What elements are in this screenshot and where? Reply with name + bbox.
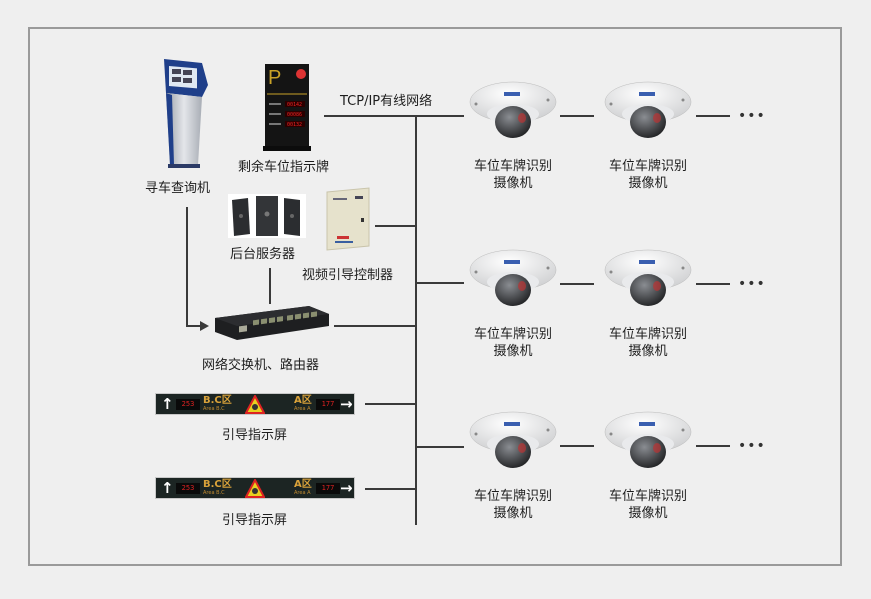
guide-screen-2-label: 引导指示屏	[222, 513, 288, 528]
camera-2[interactable]	[603, 80, 693, 142]
camera-1[interactable]	[468, 80, 558, 142]
link-kiosk-vertical	[186, 207, 188, 327]
camera-4-label-line1: 车位车牌识别	[608, 327, 687, 342]
network-label: TCP/IP有线网络	[340, 94, 433, 109]
space-sign-icon[interactable]: P 00142 00086 00132	[263, 64, 311, 154]
camera-6-label-line2: 摄像机	[628, 506, 668, 521]
right-count: 177	[316, 483, 340, 494]
camera-1-label-line2: 摄像机	[493, 176, 533, 191]
camera-3-label-line2: 摄像机	[493, 344, 533, 359]
camera-5[interactable]	[468, 410, 558, 472]
camera-6-label-line1: 车位车牌识别	[608, 489, 687, 504]
link-switch	[334, 325, 416, 327]
cam-chain-2a	[560, 283, 594, 285]
continuation-dots-2: •••	[738, 276, 766, 292]
left-zone: B.C区	[203, 395, 232, 406]
svg-text:P: P	[268, 67, 281, 89]
camera-4[interactable]	[603, 248, 693, 310]
guide-screen-1-label: 引导指示屏	[222, 428, 288, 443]
diagram-frame	[28, 27, 842, 566]
arrow-right-sign-icon: →	[340, 395, 353, 413]
camera-2-label-line1: 车位车牌识别	[608, 159, 687, 174]
dome-camera-icon	[469, 81, 557, 138]
link-guide-2	[365, 488, 416, 490]
dome-camera-icon	[604, 81, 692, 138]
cam-chain-2b	[696, 283, 730, 285]
kiosk-label: 寻车查询机	[145, 181, 211, 196]
dome-camera-icon	[469, 249, 557, 306]
camera-6[interactable]	[603, 410, 693, 472]
dome-camera-icon	[469, 411, 557, 468]
continuation-dots-1: •••	[738, 108, 766, 124]
link-server-switch	[269, 268, 271, 304]
right-zone: A区	[294, 479, 312, 490]
camera-1-label-line1: 车位车牌识别	[473, 159, 552, 174]
server-icon[interactable]	[228, 194, 306, 238]
arrow-right-sign-icon: →	[340, 479, 353, 497]
warning-icon	[245, 395, 265, 414]
cam-chain-3a	[560, 445, 594, 447]
camera-5-label-line2: 摄像机	[493, 506, 533, 521]
right-zone-sub: Area A	[294, 406, 311, 412]
arrow-right-icon	[200, 321, 209, 331]
cam-chain-3b	[696, 445, 730, 447]
dome-camera-icon	[604, 411, 692, 468]
link-controller	[375, 225, 416, 227]
camera-5-label-line1: 车位车牌识别	[473, 489, 552, 504]
arrow-up-icon: ↑	[161, 479, 174, 497]
right-zone-sub: Area A	[294, 490, 311, 496]
network-bus-horizontal	[324, 115, 464, 117]
video-controller-icon[interactable]	[325, 187, 371, 251]
network-bus-vertical	[415, 116, 417, 525]
network-switch-icon[interactable]	[213, 304, 331, 342]
link-guide-1	[365, 403, 416, 405]
camera-4-label-line2: 摄像机	[628, 344, 668, 359]
cam-chain-1a	[560, 115, 594, 117]
arrow-up-icon: ↑	[161, 395, 174, 413]
link-row2	[416, 282, 464, 284]
left-count: 253	[176, 399, 200, 410]
cam-chain-1b	[696, 115, 730, 117]
dome-camera-icon	[604, 249, 692, 306]
svg-text:00086: 00086	[287, 112, 302, 118]
camera-3[interactable]	[468, 248, 558, 310]
camera-2-label-line2: 摄像机	[628, 176, 668, 191]
kiosk-icon[interactable]	[158, 55, 210, 170]
link-kiosk-horizontal	[186, 325, 204, 327]
link-row3	[416, 446, 464, 448]
svg-text:00142: 00142	[287, 102, 302, 108]
warning-icon	[245, 479, 265, 498]
switch-label: 网络交换机、路由器	[202, 358, 320, 373]
continuation-dots-3: •••	[738, 438, 766, 454]
guide-screen-2[interactable]: ↑ 253 B.C区 Area B.C A区 Area A 177 →	[155, 477, 355, 499]
left-zone-sub: Area B.C	[203, 406, 225, 412]
video-controller-label: 视频引导控制器	[302, 268, 394, 283]
left-count: 253	[176, 483, 200, 494]
left-zone: B.C区	[203, 479, 232, 490]
right-count: 177	[316, 399, 340, 410]
svg-text:00132: 00132	[287, 122, 302, 128]
server-label: 后台服务器	[230, 247, 296, 262]
guide-screen-1[interactable]: ↑ 253 B.C区 Area B.C A区 Area A 177 →	[155, 393, 355, 415]
space-sign-label: 剩余车位指示牌	[238, 160, 330, 175]
camera-3-label-line1: 车位车牌识别	[473, 327, 552, 342]
left-zone-sub: Area B.C	[203, 490, 225, 496]
right-zone: A区	[294, 395, 312, 406]
